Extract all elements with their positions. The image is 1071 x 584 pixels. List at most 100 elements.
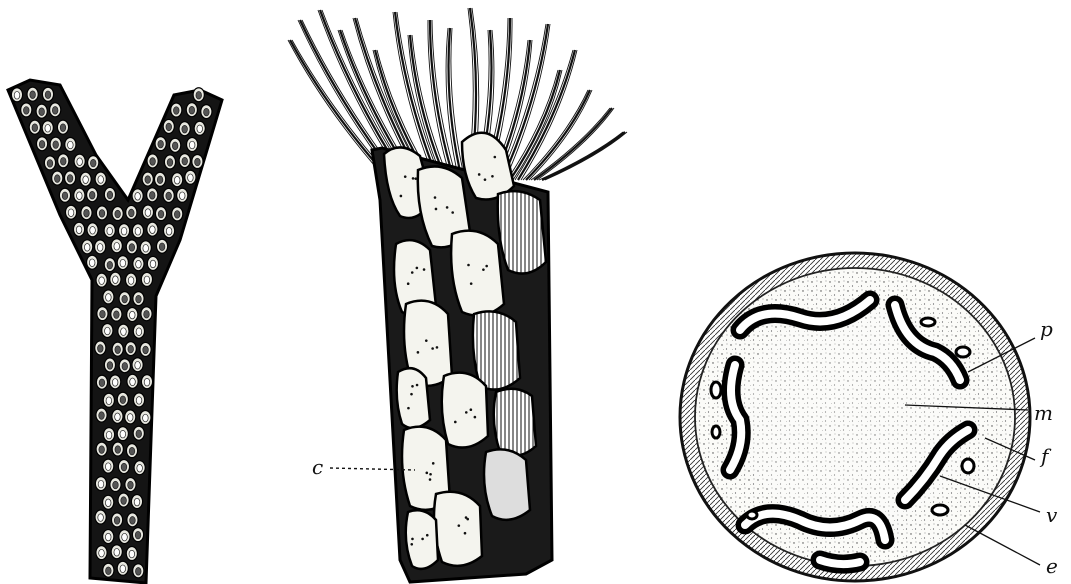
surface-cell-core: [150, 226, 156, 234]
surface-cell-core: [127, 414, 133, 422]
surface-cell-core: [136, 260, 142, 268]
leaf-base-dot: [404, 175, 407, 178]
leaf-base-dot: [467, 264, 470, 267]
surface-cell-core: [158, 140, 164, 148]
leaf-base-dot: [474, 416, 477, 419]
surface-cell-core: [105, 533, 111, 541]
leaf-base-dot: [454, 421, 457, 424]
surface-cell-core: [99, 446, 105, 454]
surface-cell-core: [143, 244, 149, 252]
surface-cell-core: [115, 346, 121, 354]
surface-cell-core: [115, 413, 121, 421]
surface-cell-core: [129, 244, 135, 252]
surface-cell-core: [144, 276, 150, 284]
leaf-base-dot: [436, 346, 439, 349]
leaf-base-dot: [425, 472, 428, 475]
surface-cell-core: [129, 311, 135, 319]
leaf-base-dot: [425, 339, 428, 342]
leaf-base-dot: [465, 411, 468, 414]
surface-cell-core: [68, 209, 74, 217]
surface-cell-core: [76, 226, 82, 234]
surface-cell-core: [39, 140, 45, 148]
surface-cell-core: [189, 141, 195, 149]
surface-cell-core: [173, 107, 179, 115]
surface-cell-core: [83, 176, 89, 184]
surface-cell-core: [196, 91, 202, 99]
surface-cell-core: [179, 192, 185, 200]
surface-cell-core: [122, 362, 128, 370]
surface-cell-core: [145, 209, 151, 217]
surface-cell-core: [99, 549, 105, 557]
leaf-base-dot: [494, 156, 497, 159]
surface-cell-core: [130, 378, 136, 386]
surface-cell-core: [121, 328, 127, 336]
surface-cell-core: [99, 210, 105, 218]
surface-cell-core: [189, 106, 195, 114]
surface-cell-core: [129, 550, 135, 558]
surface-cell-core: [174, 211, 180, 219]
surface-cell-core: [135, 568, 141, 576]
surface-cell-core: [68, 141, 74, 149]
leaf-base-dot: [407, 407, 410, 410]
surface-cell-core: [99, 412, 105, 420]
leaf-base-dot: [451, 211, 454, 214]
label-c: c: [312, 455, 323, 479]
surface-cell-core: [143, 346, 149, 354]
surface-cell-core: [135, 227, 141, 235]
surface-cell-core: [98, 176, 104, 184]
surface-cell-core: [113, 481, 119, 489]
surface-cell-core: [157, 176, 163, 184]
surface-cell-core: [77, 158, 83, 166]
surface-cell-core: [135, 531, 141, 539]
leaf-base-dot: [485, 265, 488, 268]
surface-cell-core: [62, 192, 68, 200]
surface-cell-core: [114, 548, 120, 556]
leaf-base-dot: [429, 473, 432, 476]
surface-cell-core: [204, 108, 210, 116]
leaf-base-dot: [411, 385, 414, 388]
surface-cell-core: [107, 227, 113, 235]
label-e: e: [1046, 554, 1058, 578]
surface-cell-core: [32, 124, 38, 132]
surface-cell-core: [114, 517, 120, 525]
leaf-base-dot: [458, 524, 461, 527]
surface-cell-core: [158, 210, 164, 218]
surface-cell-core: [115, 446, 121, 454]
surface-cell-core: [106, 294, 112, 302]
surface-cell-core: [114, 242, 120, 250]
leaf-base-dot: [426, 534, 429, 537]
surface-cell-core: [30, 91, 36, 99]
leaf-base-dot: [429, 478, 432, 481]
surface-cell-core: [99, 277, 105, 285]
surface-cell-core: [172, 142, 178, 150]
label-m: m: [1034, 401, 1053, 425]
surface-cell-core: [174, 176, 180, 184]
surface-cell-core: [105, 499, 111, 507]
surface-cell-core: [121, 463, 127, 471]
surface-cell-core: [144, 378, 150, 386]
surface-cell-core: [99, 379, 105, 387]
surface-cell-core: [107, 191, 113, 199]
surface-cell-core: [136, 295, 142, 303]
leaf-base-dot: [411, 271, 414, 274]
surface-cell-core: [135, 361, 141, 369]
surface-cell-core: [182, 157, 188, 165]
surface-cell-core: [166, 192, 172, 200]
leaf-base-dot: [417, 351, 420, 354]
leaf-base-dot: [434, 196, 437, 199]
surface-cell-core: [112, 379, 118, 387]
surface-cell-core: [120, 259, 126, 267]
surface-cell-core: [129, 447, 135, 455]
surface-cell-core: [100, 310, 106, 318]
leafy-stem-drawing: c: [288, 8, 627, 582]
leaf-base-dot: [470, 282, 473, 285]
surface-cell-core: [98, 514, 104, 522]
leaf-base-dot: [416, 267, 419, 270]
surface-cell-core: [136, 397, 142, 405]
surface-cell-core: [52, 107, 58, 115]
surface-cell-core: [98, 480, 104, 488]
surface-cell-core: [23, 107, 29, 115]
surface-cell-core: [195, 158, 201, 166]
surface-cell-core: [77, 192, 83, 200]
stem-cross-section: p m f v e: [680, 253, 1058, 581]
